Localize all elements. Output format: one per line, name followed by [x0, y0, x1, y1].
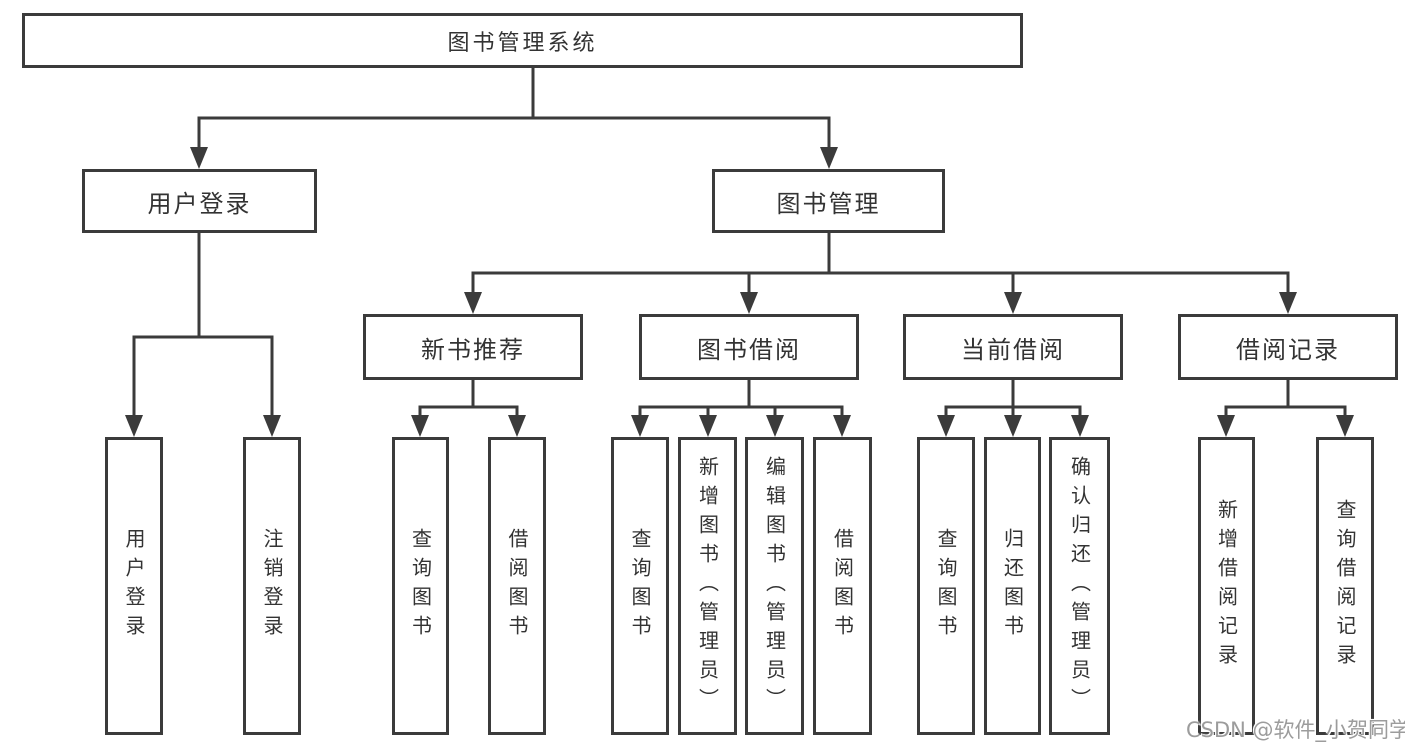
node-borrow-records: 借阅记录	[1178, 314, 1398, 380]
node-borrow-records-label: 借阅记录	[1236, 335, 1340, 364]
leaf-newbook-borrow-books: 借阅图书	[488, 437, 546, 735]
node-root-label: 图书管理系统	[447, 30, 598, 56]
node-book-borrowing: 图书借阅	[639, 314, 859, 380]
node-current-borrowing: 当前借阅	[903, 314, 1123, 380]
node-current-borrowing-label: 当前借阅	[961, 335, 1065, 364]
node-new-book-recommend-label: 新书推荐	[421, 335, 525, 364]
node-new-book-recommend: 新书推荐	[363, 314, 583, 380]
connector-book-borrow-split	[631, 380, 851, 437]
node-book-management-label: 图书管理	[776, 189, 881, 218]
leaf-current-query-books: 查询图书	[917, 437, 975, 735]
connector-user-login-split	[125, 233, 281, 437]
connector-book-management-split	[464, 232, 1297, 314]
leaf-records-add-record: 新增借阅记录	[1198, 437, 1255, 735]
leaf-borrow-add-books-admin: 新增图书（管理员）	[678, 437, 737, 735]
node-user-login-label: 用户登录	[147, 189, 252, 218]
leaf-current-return-books: 归还图书	[984, 437, 1041, 735]
leaf-borrow-edit-books-admin: 编辑图书（管理员）	[745, 437, 804, 735]
csdn-watermark: CSDN @软件_小贺同学	[1186, 718, 1405, 742]
leaf-borrow-borrow-books: 借阅图书	[813, 437, 872, 735]
leaf-logout-login: 注销登录	[243, 437, 301, 735]
node-root: 图书管理系统	[22, 13, 1023, 68]
connector-new-book-split	[411, 380, 526, 437]
leaf-records-query-record: 查询借阅记录	[1316, 437, 1374, 735]
connector-borrow-records-split	[1217, 380, 1354, 437]
node-book-borrowing-label: 图书借阅	[697, 335, 801, 364]
leaf-user-login: 用户登录	[105, 437, 163, 735]
leaf-newbook-query-books: 查询图书	[392, 437, 449, 735]
leaf-borrow-query-books: 查询图书	[611, 437, 669, 735]
connector-current-borrow-split	[937, 380, 1089, 437]
node-user-login: 用户登录	[82, 169, 317, 233]
leaf-current-confirm-return-admin: 确认归还（管理员）	[1049, 437, 1110, 735]
connector-root-split	[190, 68, 838, 169]
node-book-management: 图书管理	[712, 169, 945, 233]
